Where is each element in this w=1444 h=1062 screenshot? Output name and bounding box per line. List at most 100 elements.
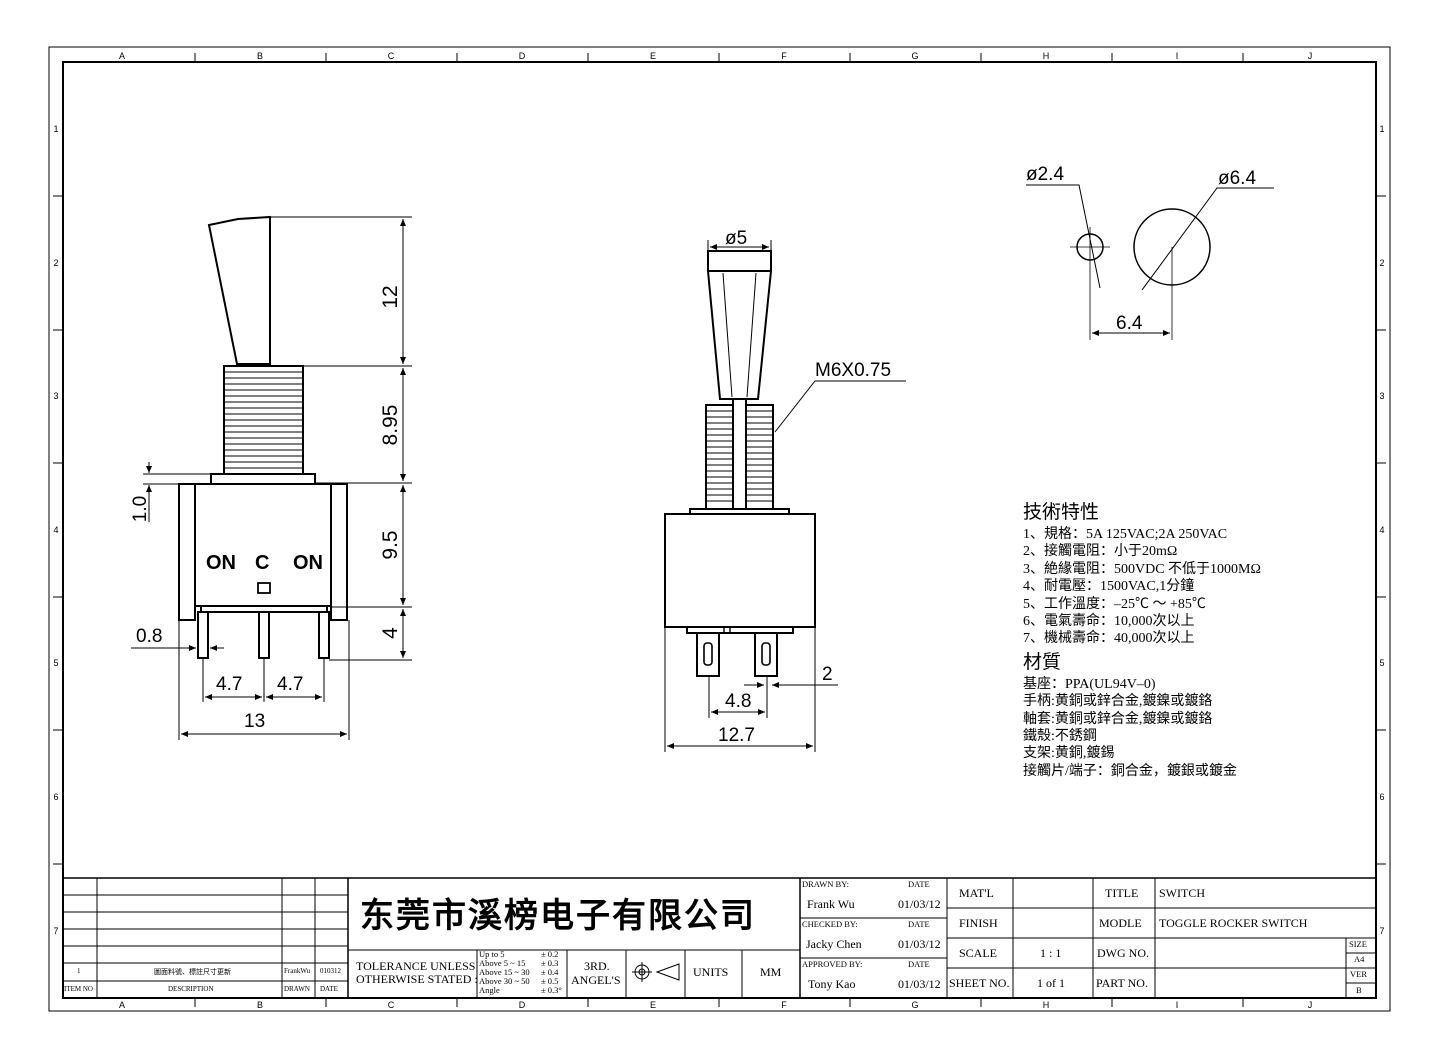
front-view: [664, 250, 816, 677]
approved-by: Tony Kao: [808, 977, 856, 991]
rev-header-date: DATE: [320, 985, 338, 993]
zone-col-top: F: [781, 51, 787, 61]
zone-col-bottom: E: [650, 1000, 656, 1010]
front-terminal-left: [696, 632, 720, 677]
checked-by-label: CHECKED BY:: [802, 919, 858, 929]
material-item: 手柄:黄銅或鋅合金,鍍鎳或鍍鉻: [1023, 694, 1213, 710]
dim-side-width: 13: [244, 711, 265, 732]
rev-header-description: DESCRIPTION: [168, 985, 214, 993]
matl-label: MAT'L: [959, 886, 994, 900]
material-item: 鐵殼:不銹鋼: [1023, 729, 1097, 745]
dim-lever-diameter: ø5: [725, 228, 747, 249]
dim-hole-large: ø6.4: [1218, 168, 1256, 189]
tolerance-label-2: OTHERWISE STATED :: [356, 972, 478, 986]
zone-col-bottom: D: [519, 1000, 526, 1010]
ver-value: B: [1356, 985, 1362, 995]
material-item: 支架:黄銅,鍍錫: [1023, 746, 1115, 762]
approved-date: 01/03/12: [898, 977, 941, 991]
material-title: 材質: [1023, 651, 1062, 673]
tolerance-value: ± 0.5: [541, 976, 559, 986]
side-thread-lines: [224, 371, 303, 469]
size-value: A4: [1354, 954, 1365, 964]
spec-item: 2、接觸電阻：小于20mΩ: [1023, 544, 1178, 560]
spec-item: 3、絶緣電阻：500VDC 不低于1000MΩ: [1023, 561, 1261, 577]
date-label: DATE: [908, 879, 930, 889]
zone-col-bottom: H: [1043, 1000, 1050, 1010]
side-terminal-right: [318, 611, 330, 659]
spec-item: 5、工作溫度：–25℃ ～ +85℃: [1023, 596, 1206, 612]
tolerance-range: Angle: [479, 985, 500, 995]
zone-col-bottom: C: [388, 1000, 395, 1010]
side-nut: [210, 473, 316, 485]
material-item: 接觸片/端子：銅合金，鍍銀或鍍金: [1023, 763, 1237, 779]
spec-panel: 技術特性 1、規格：5A 125VAC;2A 250VAC 2、接觸電阻：小于2…: [1023, 500, 1261, 780]
checked-date: 01/03/12: [898, 937, 941, 951]
front-thread-lines: [706, 410, 773, 502]
sheet-value: 1 of 1: [1037, 976, 1065, 990]
zone-row-right: 5: [1379, 658, 1384, 668]
zone-row-left: 7: [53, 926, 58, 936]
zone-row-right: 7: [1379, 926, 1384, 936]
dim-nut-height: 1.0: [130, 496, 151, 522]
title-label: TITLE: [1105, 886, 1139, 900]
side-mark-on-left: ON: [206, 552, 236, 574]
tolerance-value: ± 0.2: [541, 949, 559, 959]
tolerance-range: Up to 5: [479, 949, 505, 959]
side-mark-on-right: ON: [293, 552, 323, 574]
title-block-grid: [63, 877, 1376, 998]
dwg-no-label: DWG NO.: [1097, 946, 1149, 960]
third-angle-projection-icon: [632, 962, 680, 982]
company-name: 东莞市溪榜电子有限公司: [360, 896, 756, 936]
tolerance-range: Above 15 ~ 30: [479, 967, 530, 977]
zone-col-top: C: [388, 51, 395, 61]
side-view: [178, 215, 348, 659]
side-center-mark: [257, 582, 271, 594]
spec-item: 6、電氣壽命：10,000次以上: [1023, 614, 1195, 630]
dim-thread-spec: M6X0.75: [815, 360, 891, 381]
zone-row-left: 3: [53, 391, 58, 401]
front-lever-cap: [707, 250, 772, 272]
approved-by-label: APPROVED BY:: [802, 959, 863, 969]
checked-by: Jacky Chen: [806, 937, 862, 951]
zone-col-bottom: I: [1176, 1000, 1179, 1010]
side-lever: [207, 215, 271, 365]
dim-pitch-right: 4.7: [277, 674, 303, 695]
panel-cutout-view: [1026, 184, 1274, 340]
drawn-date: 01/03/12: [898, 897, 941, 911]
zone-row-left: 5: [53, 658, 58, 668]
spec-item: 1、規格：5A 125VAC;2A 250VAC: [1023, 527, 1228, 542]
dim-pin-gap: 2: [822, 664, 833, 685]
side-terminal-center: [258, 611, 270, 659]
zone-col-top: A: [119, 51, 125, 61]
tolerance-range: Above 5 ~ 15: [479, 958, 526, 968]
finish-label: FINISH: [959, 916, 998, 930]
dim-front-width: 12.7: [718, 725, 755, 746]
projection-label-1: 3RD.: [584, 959, 610, 973]
zone-row-right: 6: [1379, 792, 1384, 802]
zone-col-top: H: [1043, 51, 1050, 61]
front-body: [664, 513, 816, 628]
tolerance-label-1: TOLERANCE UNLESS: [356, 959, 476, 973]
size-label: SIZE: [1349, 939, 1367, 949]
sheet-label: SHEET NO.: [949, 976, 1010, 990]
title-value: SWITCH: [1159, 886, 1205, 900]
zone-row-right: 3: [1379, 391, 1384, 401]
zone-col-bottom: J: [1308, 1000, 1313, 1010]
date-label: DATE: [908, 959, 930, 969]
modle-value: TOGGLE ROCKER SWITCH: [1159, 916, 1308, 930]
dim-pin-pitch: 4.8: [725, 691, 751, 712]
zone-ticks: [53, 53, 1386, 1007]
material-item: 軸套:黄銅或鋅合金,鍍鎳或鍍鉻: [1023, 711, 1213, 727]
zone-col-top: E: [650, 51, 656, 61]
units-value: MM: [760, 965, 782, 979]
side-bracket-left: [178, 483, 196, 621]
zone-col-top: I: [1176, 51, 1179, 61]
side-body: [194, 483, 332, 607]
drawn-by: Frank Wu: [807, 897, 855, 911]
dim-thread-height: 8.95: [379, 405, 402, 446]
zone-row-left: 4: [53, 525, 58, 535]
tolerance-range: Above 30 ~ 50: [479, 976, 530, 986]
tolerance-value: ± 0.3: [541, 958, 559, 968]
front-terminal-right: [754, 632, 778, 677]
